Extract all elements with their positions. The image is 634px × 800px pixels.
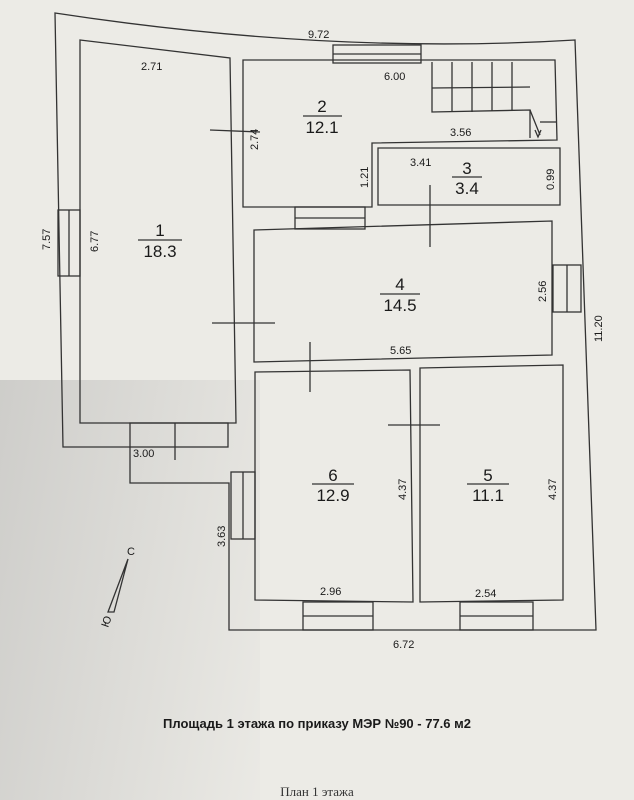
- dim-room1-height: 6.77: [89, 231, 101, 252]
- dim-outer-top: 9.72: [308, 29, 329, 41]
- dim-stair-bottom: 3.56: [450, 127, 471, 139]
- room-number: 1: [155, 221, 164, 240]
- room-label-5: 5 11.1: [467, 466, 509, 505]
- dim-room1-top: 2.71: [141, 61, 162, 73]
- room-number: 3: [462, 159, 471, 178]
- room-number: 6: [328, 466, 337, 485]
- room-area: 11.1: [472, 486, 504, 505]
- room-label-6: 6 12.9: [312, 466, 354, 505]
- dim-outer-left: 7.57: [41, 229, 53, 250]
- room-label-3: 3 3.4: [452, 159, 482, 198]
- dim-outer-bottom: 6.72: [393, 639, 414, 651]
- dim-porch-side: 3.63: [216, 526, 228, 547]
- room-number: 2: [317, 97, 326, 116]
- dimension-labels: 9.72 2.71 6.00 2.74 3.56 1.21 3.41 0.99 …: [41, 29, 605, 651]
- room-4-outline: [253, 220, 553, 363]
- dim-porch-width: 3.00: [133, 448, 154, 460]
- door-marks: [209, 129, 440, 426]
- room-area: 12.9: [316, 486, 349, 505]
- room-2-outline: [242, 59, 558, 208]
- dim-room6-height: 4.37: [397, 479, 409, 500]
- room-area: 18.3: [143, 242, 176, 261]
- room-label-2: 2 12.1: [303, 97, 342, 137]
- dim-room4-side: 2.56: [537, 281, 549, 302]
- room-label-4: 4 14.5: [380, 275, 420, 315]
- compass-icon: С Ю: [100, 546, 135, 629]
- room-area: 12.1: [305, 118, 338, 137]
- compass-south: Ю: [100, 614, 115, 629]
- room-3-outline: [377, 147, 561, 206]
- dim-corridor-side: 1.21: [359, 167, 371, 188]
- dim-room2-top: 6.00: [384, 71, 405, 83]
- dim-room5-width: 2.54: [475, 588, 496, 600]
- dim-room3-width: 3.41: [410, 157, 431, 169]
- room-number: 5: [483, 466, 492, 485]
- dim-room3-height: 0.99: [545, 169, 557, 190]
- dim-room4-width: 5.65: [390, 345, 411, 357]
- room-area: 3.4: [455, 179, 479, 198]
- dim-room5-height: 4.37: [547, 479, 559, 500]
- room-5-outline: [419, 364, 564, 603]
- dim-outer-right: 11.20: [593, 315, 605, 342]
- staircase: [431, 62, 556, 139]
- room-1-outline: [79, 39, 237, 424]
- plan-title: План 1 этажа: [280, 784, 354, 799]
- room-label-1: 1 18.3: [138, 221, 182, 261]
- floor-area-caption: Площадь 1 этажа по приказу МЭР №90 - 77.…: [163, 716, 471, 731]
- dim-room2-side: 2.74: [249, 129, 261, 150]
- compass-north: С: [127, 546, 135, 558]
- room-number: 4: [395, 275, 404, 294]
- windows: [57, 44, 582, 631]
- dim-room6-width: 2.96: [320, 586, 341, 598]
- room-area: 14.5: [383, 296, 416, 315]
